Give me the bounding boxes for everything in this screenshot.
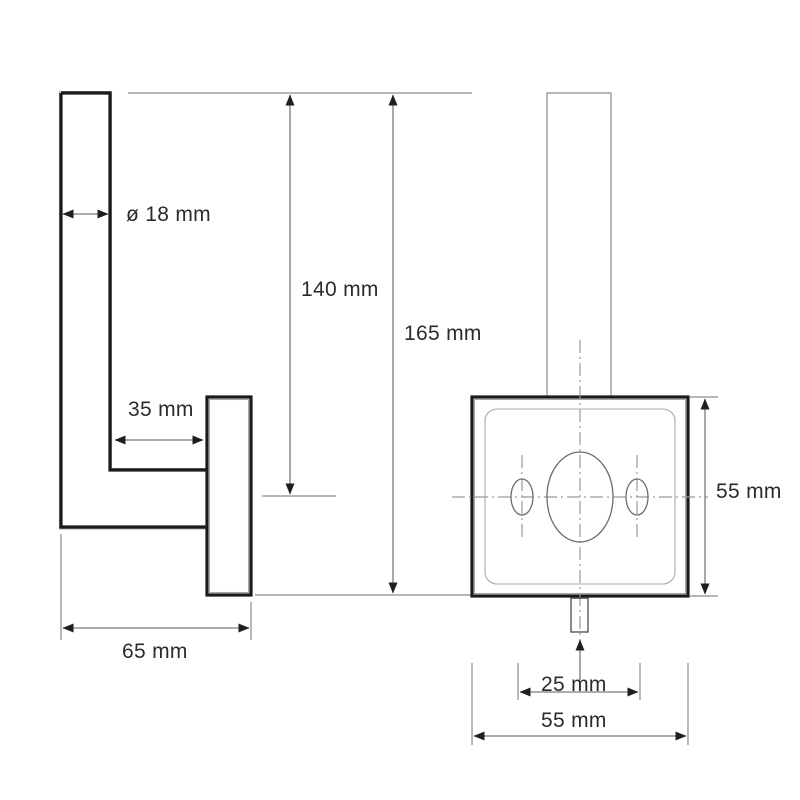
total-height-label: 165 mm xyxy=(404,322,482,345)
screw-spacing-label: 25 mm xyxy=(541,673,607,696)
right-mounting-hole xyxy=(625,478,649,516)
dimension-plate-width: 55 mm xyxy=(471,663,689,745)
arm-offset-label: 35 mm xyxy=(128,398,194,421)
dimension-total-height: 165 mm xyxy=(255,94,482,596)
plate-width-label: 55 mm xyxy=(541,709,607,732)
side-view-wall-plate-inner xyxy=(208,398,250,594)
dimension-arm-offset: 35 mm xyxy=(114,398,204,445)
dimension-total-depth: 65 mm xyxy=(60,534,252,663)
dimension-screw-spacing: 25 mm xyxy=(517,639,641,700)
dimension-diameter: ø 18 mm xyxy=(62,203,211,226)
arm-height-label: 140 mm xyxy=(301,278,379,301)
diameter-label: ø 18 mm xyxy=(126,203,211,226)
center-hole-ellipse xyxy=(546,451,614,543)
side-view-tube-inner-edge xyxy=(61,91,207,472)
left-mounting-hole xyxy=(510,478,534,516)
plate-height-label: 55 mm xyxy=(716,480,782,503)
side-view-tube-outer-edge xyxy=(59,93,207,529)
total-depth-label: 65 mm xyxy=(122,640,188,663)
side-view-wall-plate xyxy=(205,395,253,597)
dimension-arm-height: 140 mm xyxy=(128,92,472,497)
dimension-plate-height: 55 mm xyxy=(690,396,782,597)
front-view-group xyxy=(452,92,708,650)
side-view-group xyxy=(58,90,253,597)
